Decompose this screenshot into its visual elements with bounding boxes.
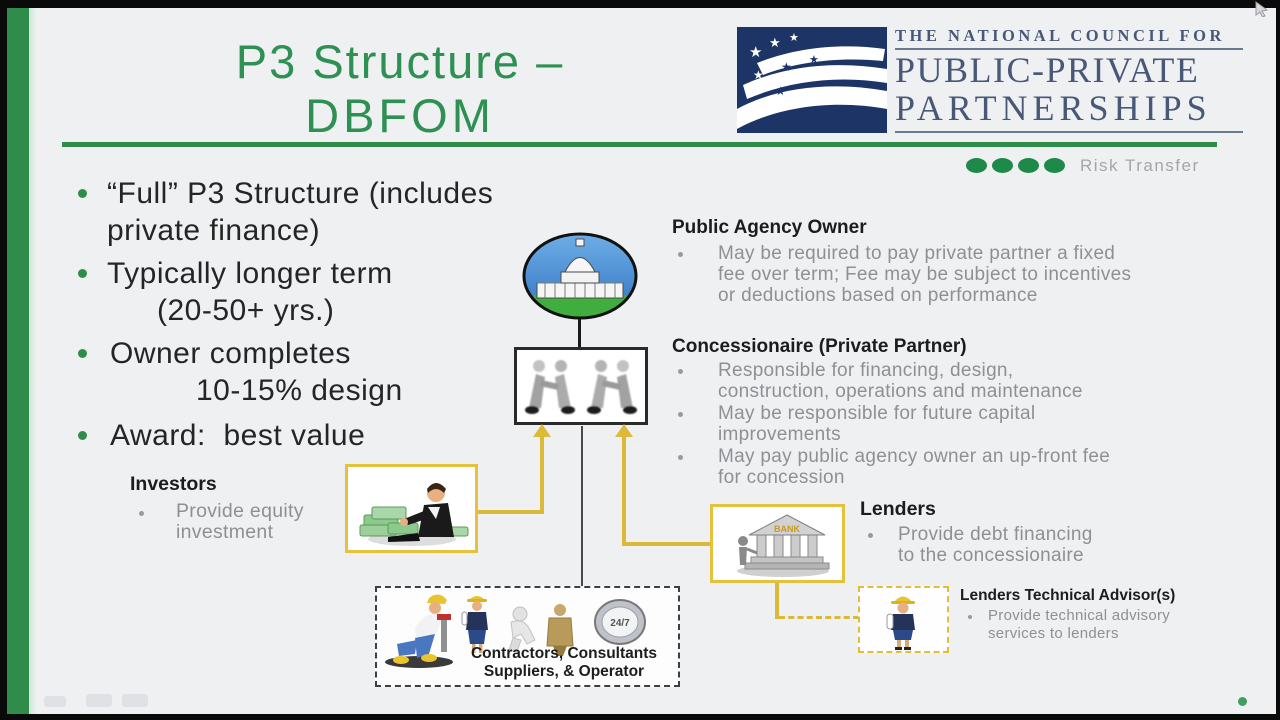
investors-bullet-line1: Provide equity <box>176 500 304 522</box>
bullet-full-p3-line1: “Full” P3 Structure (includes <box>107 177 494 210</box>
page-title-line1: P3 Structure – <box>235 35 565 88</box>
bullet-dot <box>78 189 87 198</box>
left-green-accent-bar <box>7 8 29 714</box>
contractors-label-line2: Suppliers, & Operator <box>483 663 645 680</box>
public-agency-heading: Public Agency Owner <box>672 217 867 238</box>
footer-green-dot <box>1238 697 1247 706</box>
bullet-dot <box>78 269 87 278</box>
bullet-owner-design-line2: 10-15% design <box>196 374 403 407</box>
public-agency-line1: May be required to pay private partner a… <box>718 243 1116 264</box>
mouse-pointer-icon <box>1255 1 1269 17</box>
logo-name-line2: PARTNERSHIPS <box>895 88 1212 128</box>
us-flag-icon: ★ ★ ★ ★ ★ ★ ★ <box>737 27 887 133</box>
contractors-box: 24/7 <box>375 586 680 687</box>
bullet-owner-design-line1: Owner completes <box>110 337 351 370</box>
bullet-longer-term-line1: Typically longer term <box>107 257 393 290</box>
lenders-heading: Lenders <box>860 498 936 520</box>
page-title-line2: DBFOM <box>305 89 495 142</box>
bank-building-icon: BANK <box>737 514 830 577</box>
sub-bullet-dot <box>678 252 683 257</box>
concessionaire-b3-line2: for concession <box>718 467 845 488</box>
contractors-label-line1: Contractors, Consultants <box>470 645 657 662</box>
engineer-advisor-icon <box>886 596 915 650</box>
bullet-award: Award: best value <box>110 419 366 452</box>
lender-arrow-shaft <box>622 436 626 546</box>
bullet-full-p3-line2: private finance) <box>107 214 321 247</box>
concessionaire-heading: Concessionaire (Private Partner) <box>672 336 967 357</box>
svg-text:★: ★ <box>781 60 792 74</box>
advisor-line1: Provide technical advisory <box>988 607 1171 624</box>
sub-bullet-dot <box>678 412 683 417</box>
risk-transfer-dots <box>966 158 1070 178</box>
svg-text:★: ★ <box>809 54 819 66</box>
investors-box <box>345 464 478 553</box>
concessionaire-b2-line2: improvements <box>718 424 841 445</box>
capitol-building-icon <box>522 232 638 320</box>
footer-mark <box>122 694 148 707</box>
concessionaire-b2-line1: May be responsible for future capital <box>718 403 1036 424</box>
investors-heading: Investors <box>130 473 217 495</box>
svg-text:★: ★ <box>775 84 786 98</box>
sub-bullet-dot <box>968 615 972 619</box>
title-divider-rule <box>62 142 1217 147</box>
sub-bullet-dot <box>678 455 683 460</box>
logo-text-block: THE NATIONAL COUNCIL FOR PUBLIC-PRIVATE … <box>895 26 1243 134</box>
logo-rule-top <box>895 48 1243 50</box>
public-agency-line2: fee over term; Fee may be subject to inc… <box>718 264 1132 285</box>
footer-mark <box>44 696 66 707</box>
connector-investors <box>478 510 544 514</box>
svg-text:★: ★ <box>753 68 764 82</box>
svg-text:★: ★ <box>749 44 762 61</box>
investor-arrow-shaft <box>540 436 544 514</box>
bullet-dot <box>78 349 87 358</box>
public-agency-line3: or deductions based on performance <box>718 285 1038 306</box>
concessionaire-b1-line2: construction, operations and maintenance <box>718 381 1083 402</box>
svg-text:★: ★ <box>789 32 799 44</box>
bullet-dot <box>78 431 87 440</box>
connector-lenders <box>626 542 710 546</box>
risk-dot <box>1044 158 1065 173</box>
bullet-longer-term-line2: (20-50+ yrs.) <box>157 294 335 327</box>
concessionaire-b1-line1: Responsible for financing, design, <box>718 360 1014 381</box>
connector-bank-to-advisor <box>779 616 859 619</box>
logo-tagline: THE NATIONAL COUNCIL FOR <box>895 26 1225 45</box>
connector-concession-to-contractors <box>581 426 583 587</box>
left-accent-fade <box>29 8 37 714</box>
connector-owner-to-concession <box>578 319 581 349</box>
connector-bank-down <box>775 583 779 619</box>
lenders-line2: to the concessionaire <box>898 545 1084 566</box>
lender-arrow-head <box>615 424 633 437</box>
badge-24-7-text: 24/7 <box>610 618 630 629</box>
risk-transfer-label: Risk Transfer <box>1080 156 1200 175</box>
logo-rule-bottom <box>895 131 1243 133</box>
advisor-box <box>858 586 949 653</box>
contractor-crew-icon: 24/7 <box>385 594 646 668</box>
sub-bullet-dot <box>678 369 683 374</box>
risk-dot <box>1018 158 1039 173</box>
investor-with-cash-icon <box>359 483 469 546</box>
lenders-line1: Provide debt financing <box>898 524 1093 545</box>
logo-name-line1: PUBLIC-PRIVATE <box>895 50 1200 90</box>
bank-sign-text: BANK <box>774 524 800 534</box>
risk-dot <box>966 158 987 173</box>
investor-arrow-head <box>533 424 551 437</box>
investors-bullet-line2: investment <box>176 521 274 543</box>
svg-text:★: ★ <box>769 35 781 50</box>
concession-handshake-box <box>514 347 648 425</box>
sub-bullet-dot <box>139 511 144 516</box>
sub-bullet-dot <box>868 533 873 538</box>
risk-dot <box>992 158 1013 173</box>
footer-mark <box>86 694 112 707</box>
concessionaire-b3-line1: May pay public agency owner an up-front … <box>718 446 1111 467</box>
lenders-box: BANK <box>710 504 845 583</box>
advisor-heading: Lenders Technical Advisor(s) <box>960 587 1176 604</box>
handshake-partners-icon <box>525 360 637 414</box>
advisor-line2: services to lenders <box>988 625 1119 642</box>
